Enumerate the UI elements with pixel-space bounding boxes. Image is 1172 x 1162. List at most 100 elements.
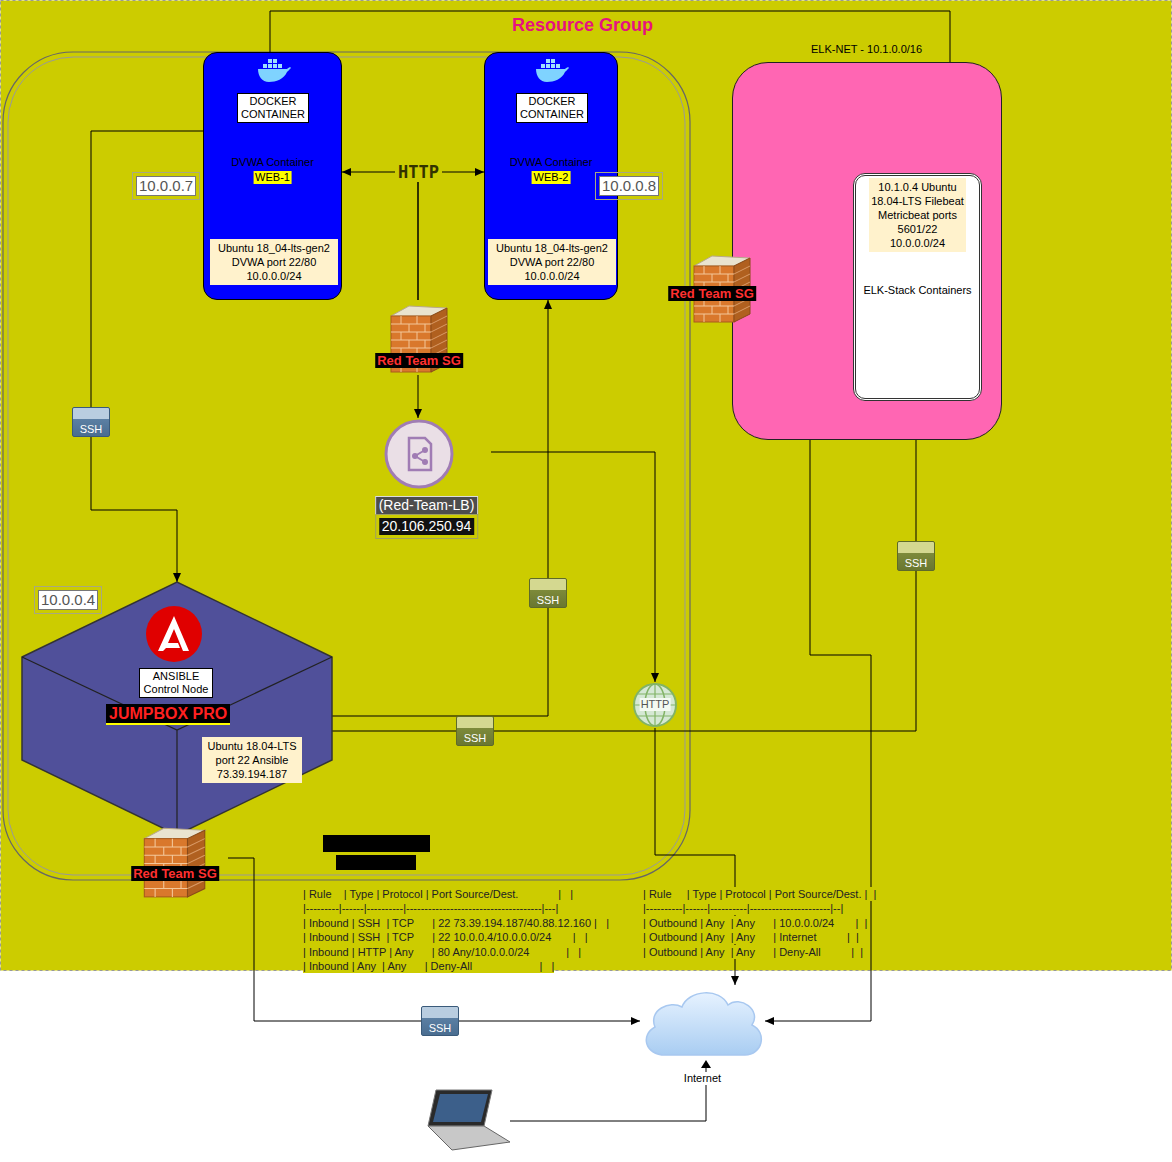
protocol-label: HTTP: [640, 698, 671, 711]
shape-circle: [634, 684, 676, 726]
network-heading: ELK-NET - 10.1.0.0/16: [811, 43, 922, 56]
load-balancer: (Red-Team-LB) 20.106.250.94: [362, 418, 491, 542]
table-row: | Outbound | Any | Any | 10.0.0.0/24 | |: [643, 916, 867, 930]
security-group-label: Red Team SG: [375, 353, 463, 368]
shape-rect: [551, 64, 555, 68]
host-info: Ubuntu 18.04-LTS port 22 Ansible 73.39.1…: [202, 737, 302, 783]
connector: [491, 452, 655, 682]
load-balancer-name: (Red-Team-LB): [375, 496, 479, 515]
firewall-icon: [140, 822, 208, 900]
redaction-bar: [323, 835, 430, 852]
shape-rect: [556, 64, 560, 68]
shape-path: [646, 993, 761, 1055]
connector: [91, 131, 203, 582]
shape-rect: [551, 59, 555, 63]
shape-circle: [386, 421, 452, 487]
shape-path: [415, 450, 425, 462]
container-tag: DOCKER CONTAINER: [516, 93, 588, 123]
container-tag: DOCKER CONTAINER: [237, 93, 309, 123]
shape-rect: [268, 64, 272, 68]
shape-rect: [263, 64, 267, 68]
ssh-icon: SSH: [529, 578, 567, 608]
shape-path: [409, 438, 431, 470]
redaction-bar: [336, 855, 416, 870]
ssh-icon: SSH: [72, 407, 110, 437]
jumpbox-name: JUMPBOX PRO: [106, 704, 230, 725]
protocol-label: HTTP: [395, 162, 442, 182]
table-row: | Rule | Type | Protocol | Port Source/D…: [643, 887, 876, 901]
host-name: WEB-1: [253, 171, 292, 184]
shape-rect: [546, 59, 550, 63]
vnet-outline: [3, 52, 690, 880]
ansible-logo: [145, 605, 203, 663]
shape-path: [536, 67, 569, 82]
shape-polygon: [22, 582, 332, 835]
host-info: Ubuntu 18_04-lts-gen2 DVWA port 22/80 10…: [210, 239, 338, 285]
shape-circle: [146, 606, 202, 662]
internet-label: Internet: [682, 1072, 723, 1085]
connector: [418, 172, 484, 300]
table-row: | Inbound | SSH | TCP | 22 10.0.0.4/10.0…: [303, 930, 588, 944]
host-info: Ubuntu 18_04-lts-gen2 DVWA port 22/80 10…: [488, 239, 616, 285]
internet-node: Internet: [640, 985, 765, 1060]
shape-path: [22, 657, 332, 835]
laptop-link-arrow: [701, 1060, 711, 1068]
ssh-icon: SSH: [897, 541, 935, 571]
laptop-screen: [428, 1090, 492, 1126]
laptop-display: [433, 1094, 488, 1122]
laptop-link: [510, 1064, 706, 1121]
ip-label: 10.0.0.4: [38, 590, 98, 610]
load-balancer-icon: [383, 418, 455, 490]
table-row: | Outbound | Any | Any | Internet | |: [643, 930, 859, 944]
shape-polygon: [187, 830, 204, 897]
host-name: WEB-2: [532, 171, 571, 184]
ip-label: 10.0.0.8: [599, 176, 659, 196]
connector: [418, 375, 419, 418]
shape-rect: [546, 64, 550, 68]
firewall-node: Red Team SG: [122, 822, 228, 900]
connector: [332, 401, 916, 731]
shape-path: [634, 684, 676, 726]
table-row: |----------|------|----------|----------…: [643, 901, 843, 915]
elk-server-box: 10.1.0.4 Ubuntu 18.04-LTS Filebeat Metri…: [853, 173, 982, 401]
shape-path: [158, 616, 189, 651]
table-row: | Inbound | Any | Any | Deny-All | |: [303, 959, 554, 973]
table-row: | Rule | Type | Protocol | Port Source/D…: [303, 887, 573, 901]
security-group-label: Red Team SG: [131, 866, 219, 881]
shape-rect: [273, 59, 277, 63]
docker-icon: [534, 56, 570, 82]
shape-path: [258, 67, 291, 82]
shape-rect: [278, 64, 282, 68]
network-box: ELK-NET - 10.1.0.0/1610.1.0.4 Ubuntu 18.…: [732, 62, 1002, 440]
firewall-node: Red Team SG: [660, 250, 764, 325]
shape-path: [187, 839, 204, 889]
connector: [332, 300, 548, 716]
table-row: |---------|------|----------|-----------…: [303, 901, 558, 915]
table-row: | Outbound | Any | Any | Deny-All | |: [643, 945, 863, 959]
shape-rect: [268, 59, 272, 63]
container-box: DOCKER CONTAINERDVWA ContainerWEB-1Ubunt…: [203, 52, 342, 300]
container-name: DVWA Container: [510, 156, 593, 169]
table-row: | Inbound | HTTP | Any | 80 Any/10.0.0.0…: [303, 945, 581, 959]
server-caption: ELK-Stack Containers: [863, 284, 971, 297]
host-info: 10.1.0.4 Ubuntu 18.04-LTS Filebeat Metri…: [869, 178, 966, 252]
jumpbox-node: ANSIBLE Control NodeJUMPBOX PROUbuntu 18…: [22, 582, 332, 835]
security-group-label: Red Team SG: [668, 286, 756, 301]
docker-icon: [256, 56, 292, 82]
container-box: DOCKER CONTAINER DVWA ContainerWEB-2Ubunt…: [484, 52, 618, 300]
internet-cloud: [640, 985, 765, 1060]
public-ip: 20.106.250.94: [379, 518, 475, 535]
ssh-icon: SSH: [456, 716, 494, 746]
resource-group: Resource GroupDOCKER CONTAINERDVWA Conta…: [0, 0, 1172, 971]
table-row: | Inbound | SSH | TCP | 22 73.39.194.187…: [303, 916, 609, 930]
ip-label: 10.0.0.7: [136, 176, 196, 196]
group-title: Resource Group: [512, 14, 653, 36]
firewall-node: Red Team SG: [368, 300, 470, 375]
connector: [228, 858, 640, 1021]
shape-rect: [541, 64, 545, 68]
resource-group-ground: [1, 1, 1172, 971]
laptop-base: [428, 1126, 510, 1150]
